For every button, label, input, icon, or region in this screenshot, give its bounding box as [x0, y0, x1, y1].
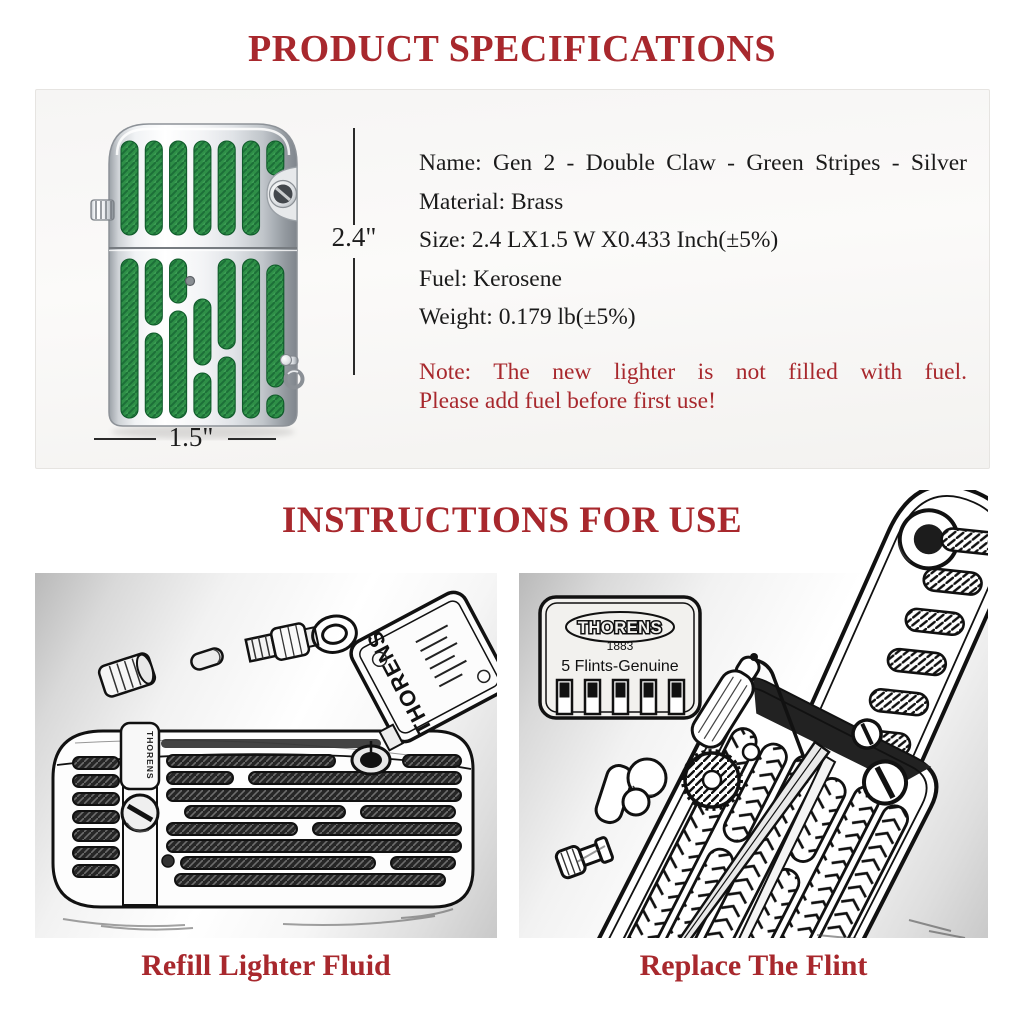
refill-caption: Refill Lighter Fluid	[141, 949, 391, 982]
filler-hole	[350, 741, 392, 776]
height-dimension-label: 2.4"	[331, 222, 377, 252]
refill-body-brand-text: THORENS	[145, 731, 155, 780]
flint-rod-tool	[750, 653, 812, 775]
rivet	[184, 275, 196, 287]
fluid-can: THORENS	[349, 590, 497, 752]
note-line-2: Please add fuel before first use!	[419, 387, 716, 414]
spec-line-size: Size: 2.4 LX1.5 W X0.433 Inch(±5%)	[419, 227, 779, 253]
flint-instruction-panel: THORENS 1883 5 Flints-Genuine	[519, 490, 988, 938]
pack-year-text: 1883	[607, 639, 634, 653]
refill-hinge-band: THORENS	[119, 721, 161, 906]
spec-list: Name: Gen 2 - Double Claw - Green Stripe…	[419, 144, 967, 337]
width-dimension-label: 1.5"	[168, 422, 214, 452]
note-line-1: Note: The new lighter is not filled with…	[419, 359, 967, 385]
specifications-title: PRODUCT SPECIFICATIONS	[248, 28, 776, 70]
flint-cylinder	[190, 647, 224, 671]
lid-slats	[850, 527, 988, 757]
product-photo-lighter	[90, 123, 305, 439]
spec-line-name: Name: Gen 2 - Double Claw - Green Stripe…	[419, 150, 967, 176]
instructions-title: INSTRUCTIONS FOR USE	[281, 500, 743, 541]
refill-instruction-panel: THORENS	[35, 573, 497, 938]
tweezers-tool	[678, 740, 837, 938]
filler-plug	[97, 652, 157, 698]
body-stripes	[120, 258, 285, 419]
flint-pack: THORENS 1883 5 Flints-Genuine	[538, 595, 702, 720]
pack-brand-text: THORENS	[578, 619, 662, 637]
flint-slots	[555, 678, 686, 716]
width-dimension-line	[94, 438, 156, 440]
spec-line-material: Material: Brass	[419, 188, 564, 215]
flint-illustration: THORENS 1883 5 Flints-Genuine	[538, 490, 988, 938]
refill-stripes-left	[72, 756, 120, 878]
fuel-knob	[90, 199, 115, 221]
valve-with-ring	[244, 614, 358, 663]
flint-caption: Replace The Flint	[639, 949, 868, 982]
refill-rivet	[161, 854, 175, 868]
note-block: Note: The new lighter is not filled with…	[419, 358, 967, 415]
ground-shadow	[62, 908, 454, 931]
width-dimension-line	[228, 438, 276, 440]
flint-shadows	[576, 845, 966, 938]
flint-tube	[690, 655, 761, 749]
pack-line-text: 5 Flints-Genuine	[561, 658, 678, 675]
refill-stripes-main	[166, 754, 462, 887]
spec-line-fuel: Fuel: Kerosene	[419, 265, 562, 292]
height-dimension-line	[353, 128, 355, 225]
can-label-lines	[415, 624, 467, 688]
lanyard-hook	[279, 353, 305, 390]
height-dimension-line	[353, 258, 355, 375]
product-shadow	[111, 425, 295, 439]
hinge-screw	[266, 166, 298, 222]
spec-line-weight: Weight: 0.179 lb(±5%)	[419, 304, 636, 330]
refill-illustration: THORENS	[51, 590, 497, 931]
product-spec-panel: 2.4" 1.5" Name: Gen 2 - Double Claw - Gr…	[35, 89, 990, 469]
lid-stripes	[120, 140, 285, 236]
spring-and-screw-parts	[594, 655, 761, 825]
